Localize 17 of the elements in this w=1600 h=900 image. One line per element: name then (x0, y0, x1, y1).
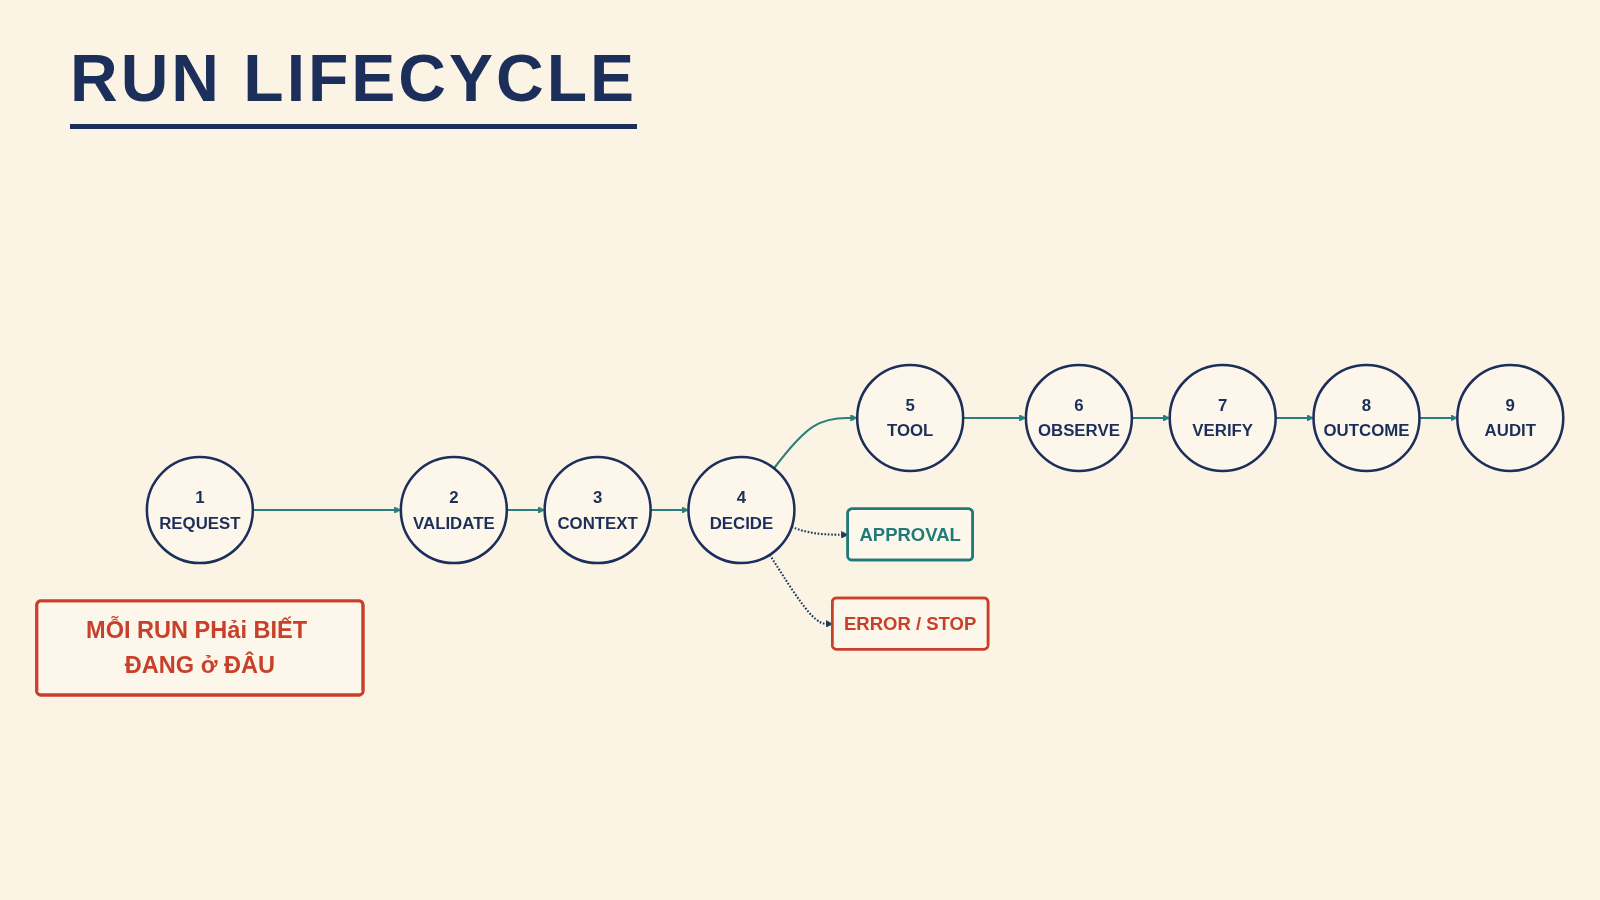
arrow (963, 414, 1027, 422)
arrow (1275, 414, 1314, 422)
arrow (506, 506, 545, 514)
node-circle: 8 OUTCOME (1312, 363, 1421, 473)
node-circle: 4 DECIDE (687, 455, 796, 565)
arrow (1419, 414, 1458, 422)
node-circle: 9 AUDIT (1456, 363, 1565, 473)
arrow (768, 554, 833, 628)
node-circle: 5 TOOL (855, 363, 965, 473)
arrow (650, 506, 689, 514)
title: RUN LIFECYCLE (70, 40, 637, 129)
node-circle: 2 VALIDATE (399, 455, 509, 565)
node-circle: 7 VERIFY (1168, 363, 1277, 473)
arrow (773, 414, 858, 469)
node-circle: 3 CONTEXT (543, 455, 652, 565)
node-circle: 1 REQUEST (145, 455, 255, 565)
node-circle: 6 OBSERVE (1024, 363, 1134, 473)
